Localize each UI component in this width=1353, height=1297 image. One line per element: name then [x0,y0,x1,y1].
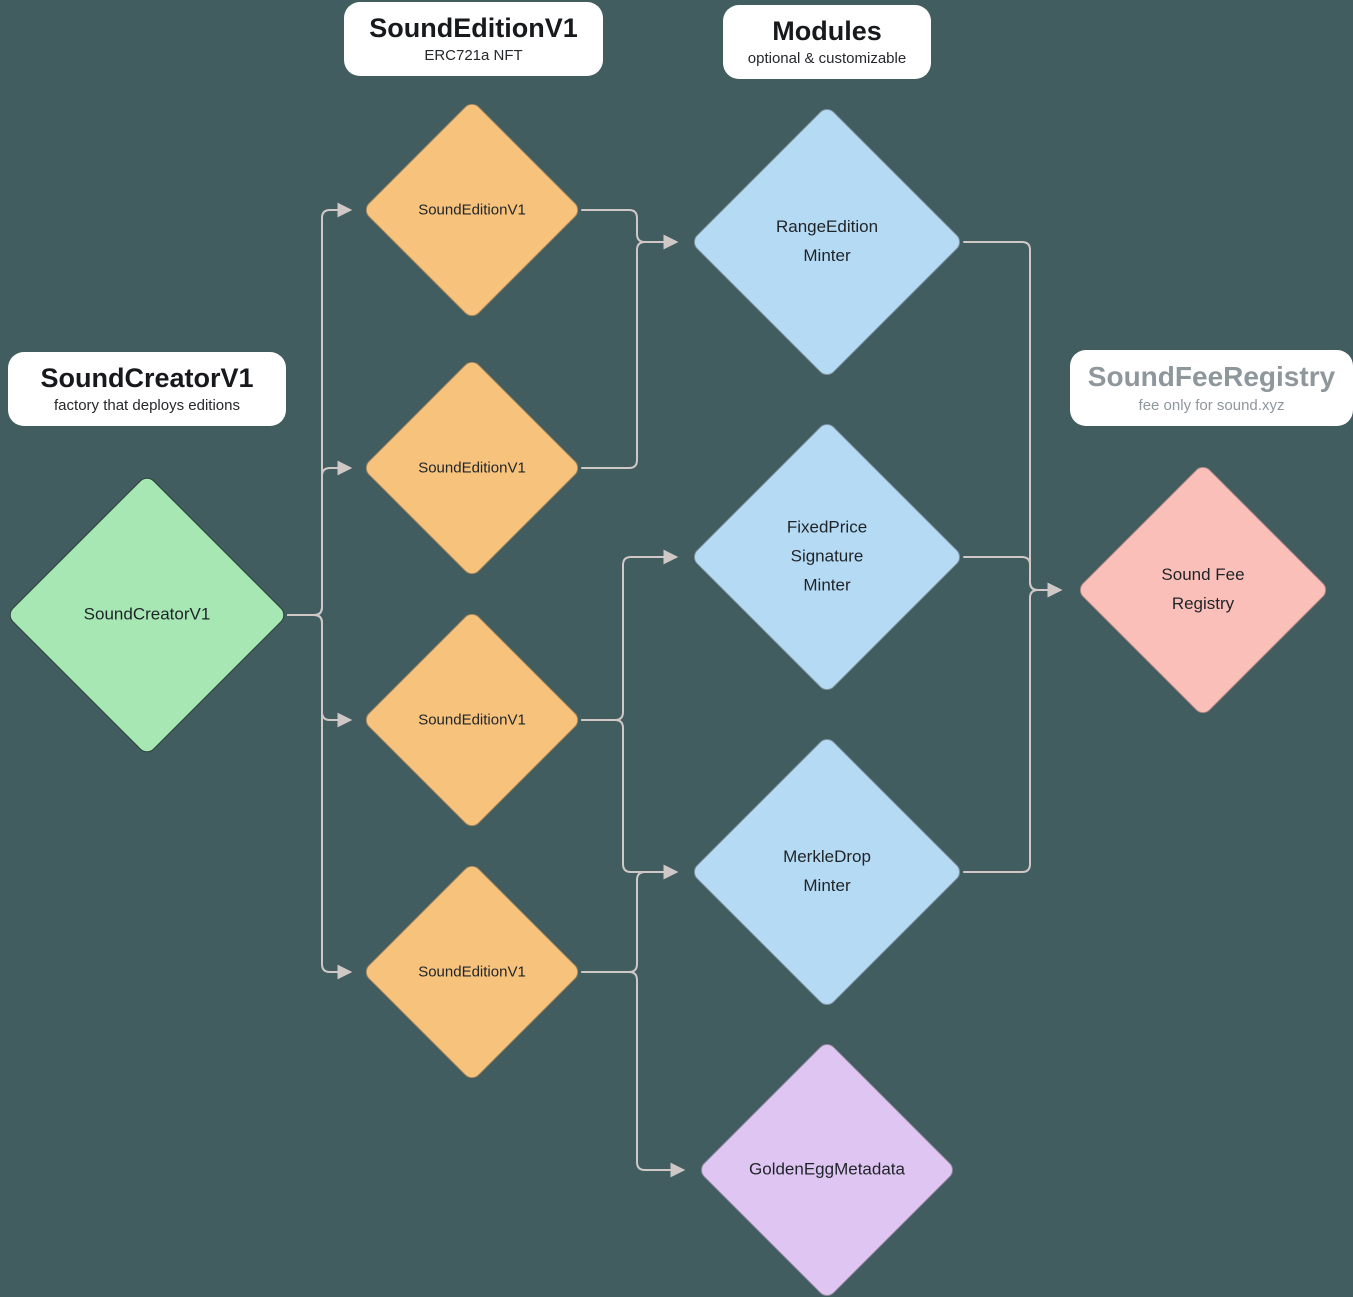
edge-fixed-minter-to-fee-registry [963,556,1063,598]
node-label: Sound Fee Registry [1161,565,1245,613]
edge-edition4-to-merkle-minter [581,864,679,973]
edge-edition3-to-fixed-minter [581,549,679,721]
section-subtitle: optional & customizable [747,50,907,68]
node-label: SoundEditionV1 [418,459,526,477]
edge-creator-to-edition4 [287,614,353,980]
node-label: SoundEditionV1 [418,711,526,729]
edge-range-minter-to-fee-registry [963,241,1063,598]
node-label: GoldenEggMetadata [749,1159,905,1179]
node-label: SoundEditionV1 [418,201,526,219]
section-label-sound-fee-registry: SoundFeeRegistry fee only for sound.xyz [1070,350,1353,426]
edge-edition2-to-range-minter [581,234,679,469]
node-label: RangeEdition Minter [775,217,879,265]
edge-creator-to-edition2 [287,460,353,616]
node-label: FixedPrice Signature Minter [786,517,868,595]
edge-edition4-to-golden-egg [581,971,686,1178]
section-subtitle: ERC721a NFT [424,47,523,65]
section-title: SoundEditionV1 [369,13,578,43]
section-subtitle: fee only for sound.xyz [1138,396,1285,414]
section-title: SoundCreatorV1 [40,363,254,393]
section-label-sound-edition: SoundEditionV1 ERC721a NFT [344,2,603,77]
edge-edition1-to-range-minter [581,209,679,250]
section-title: SoundFeeRegistry [1087,361,1336,392]
section-title: Modules [772,16,882,46]
section-subtitle: factory that deploys editions [54,397,240,415]
edge-merkle-minter-to-fee-registry [963,582,1063,873]
edge-edition3-to-merkle-minter [581,719,679,880]
section-label-sound-creator: SoundCreatorV1 factory that deploys edit… [8,352,286,427]
node-label: SoundEditionV1 [418,963,526,981]
node-label: MerkleDrop Minter [783,847,871,895]
edge-creator-to-edition3 [287,614,353,728]
node-label: SoundCreatorV1 [83,604,211,624]
edge-creator-to-edition1 [287,202,353,616]
section-label-modules: Modules optional & customizable [723,5,931,80]
